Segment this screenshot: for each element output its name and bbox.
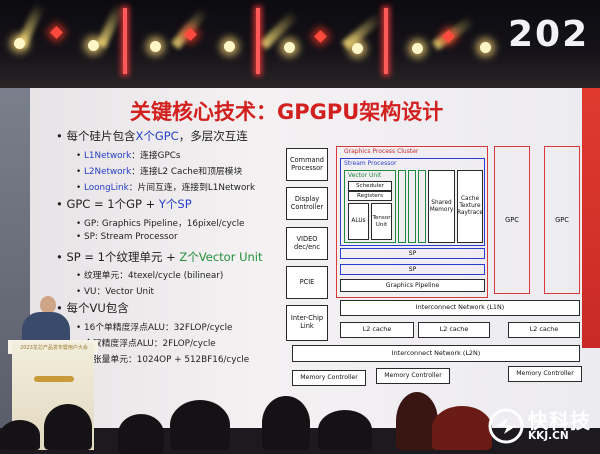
scheduler-block: Scheduler bbox=[348, 181, 392, 191]
memory-controller-block: Memory Controller bbox=[508, 366, 582, 382]
stage-lamp bbox=[412, 43, 423, 54]
stage-lamp bbox=[88, 40, 99, 51]
stage-lamp bbox=[284, 42, 295, 53]
stage-lamp bbox=[14, 38, 25, 49]
video-codec-block: VIDEO dec/enc bbox=[286, 227, 328, 260]
memory-controller-block: Memory Controller bbox=[292, 370, 366, 386]
display-controller-block: Display Controller bbox=[286, 187, 328, 220]
vector-unit-stack bbox=[418, 170, 426, 243]
stage-lamp bbox=[150, 41, 161, 52]
gpc-cluster-label: Graphics Process Cluster bbox=[344, 148, 419, 155]
tensor-unit-block: Tensor Unit bbox=[371, 203, 392, 240]
red-led-strip bbox=[384, 8, 388, 74]
alus-block: ALUs bbox=[348, 203, 369, 240]
bullet-sub-item: • 个张量单元：1024OP + 512BF16/cycle bbox=[76, 355, 250, 365]
vector-unit-stack bbox=[398, 170, 406, 243]
stage-lamp bbox=[352, 43, 363, 54]
watermark-url: KKJ.CN bbox=[528, 430, 569, 442]
shared-memory-block: Shared Memory bbox=[428, 170, 455, 243]
vector-unit-stack bbox=[408, 170, 416, 243]
registers-block: Registers bbox=[348, 191, 392, 201]
stage-lamp bbox=[224, 41, 235, 52]
interconnect-l2n: Interconnect Network (L2N) bbox=[292, 345, 580, 362]
bullet-item: • 每个硅片包含X个GPC，多层次互连 bbox=[56, 129, 248, 143]
red-led-strip bbox=[256, 8, 260, 74]
slide-title: 关键核心技术：GPGPU架构设计 bbox=[130, 100, 444, 124]
l2-cache-block: L2 cache bbox=[418, 322, 490, 338]
gpc-block: GPC bbox=[494, 146, 530, 294]
l2-cache-block: L2 cache bbox=[508, 322, 580, 338]
light-beam bbox=[432, 15, 476, 51]
light-beam bbox=[341, 12, 384, 50]
audience-head bbox=[44, 404, 92, 450]
podium-logo bbox=[34, 376, 74, 382]
stream-processor-label: Stream Processor bbox=[344, 160, 397, 167]
l2-cache-block: L2 cache bbox=[340, 322, 414, 338]
audience-head bbox=[0, 420, 40, 450]
red-led-strip bbox=[123, 8, 127, 74]
red-lamp bbox=[50, 26, 63, 39]
cache-texture-raytrace-block: Cache Texture Raytrace bbox=[457, 170, 483, 243]
bullet-sub-item: • LoongLink：片间互连，连接到L1Network bbox=[76, 183, 256, 193]
bullet-item: • SP = 1个纹理单元 + Z个Vector Unit bbox=[56, 250, 263, 264]
graphics-process-cluster bbox=[336, 146, 488, 298]
vector-unit bbox=[344, 170, 396, 243]
bullet-sub-item: • SP: Stream Processor bbox=[76, 232, 178, 242]
podium-text: 2023龙芯产品发布暨用户大会 bbox=[20, 345, 88, 351]
stage-right-panel bbox=[582, 88, 600, 348]
gpc-block: GPC bbox=[544, 146, 580, 294]
bullet-sub-item: • GP: Graphics Pipeline，16pixel/cycle bbox=[76, 219, 245, 229]
memory-controller-block: Memory Controller bbox=[376, 368, 450, 384]
bullet-item: • GPC = 1个GP + Y个SP bbox=[56, 197, 192, 211]
stream-processor bbox=[340, 158, 485, 246]
audience-head bbox=[396, 392, 438, 450]
watermark-title: 快科技 bbox=[528, 409, 591, 433]
bullet-sub-item: • L2Network：连接L2 Cache和顶层模块 bbox=[76, 167, 243, 177]
sp-bar: SP bbox=[340, 248, 485, 259]
stage-lamp bbox=[480, 42, 491, 53]
bullet-item: • 每个VU包含 bbox=[56, 301, 129, 315]
audience-head bbox=[262, 396, 310, 450]
event-year-text: 202 bbox=[508, 14, 590, 55]
interconnect-l1n: Interconnect Network (L1N) bbox=[340, 300, 580, 316]
pcie-block: PCIE bbox=[286, 266, 328, 299]
light-beam bbox=[96, 2, 125, 49]
bullet-sub-item: • L1Network：连接GPCs bbox=[76, 151, 181, 161]
bullet-sub-item: • 纹理单元：4texel/cycle (bilinear) bbox=[76, 271, 224, 281]
audience-head bbox=[170, 400, 230, 450]
watermark-logo-icon bbox=[488, 408, 524, 444]
bullet-sub-item: • 16个单精度浮点ALU：32FLOP/cycle bbox=[76, 323, 233, 333]
bullet-sub-item: • VU：Vector Unit bbox=[76, 287, 154, 297]
sp-bar: SP bbox=[340, 264, 485, 275]
graphics-pipeline-block: Graphics Pipeline bbox=[340, 279, 485, 292]
audience-head bbox=[118, 414, 164, 454]
audience-head bbox=[318, 410, 372, 450]
watermark bbox=[486, 404, 598, 448]
inter-chip-link-block: Inter-Chip Link bbox=[286, 305, 328, 341]
audience-head bbox=[432, 406, 492, 450]
command-processor-block: Command Processor bbox=[286, 148, 328, 181]
stage-ceiling: 202 bbox=[0, 0, 600, 88]
red-lamp bbox=[314, 30, 327, 43]
vector-unit-label: Vector Unit bbox=[348, 172, 382, 179]
